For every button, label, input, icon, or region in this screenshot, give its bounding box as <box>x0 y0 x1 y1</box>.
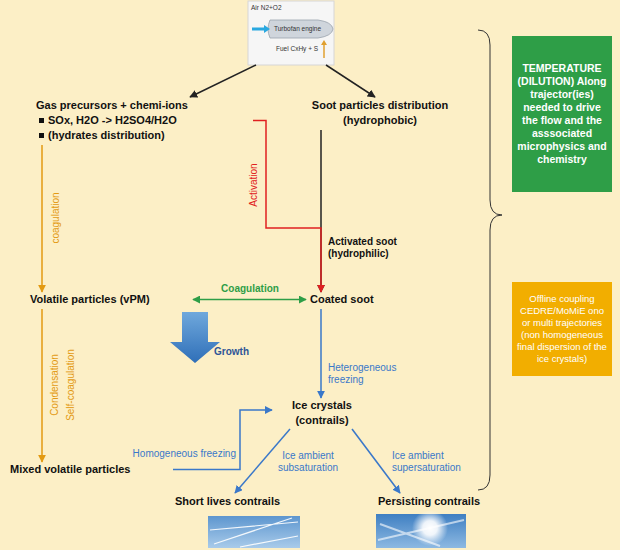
contrail-streaks <box>210 518 298 547</box>
edge-label: Activation <box>248 163 260 206</box>
edge-label: Coagulation <box>200 283 300 295</box>
grouping-brace <box>478 30 502 490</box>
node-text: SOx, H2O -> H2SO4/H2O <box>36 113 251 128</box>
annotation-label: Growth <box>214 346 264 358</box>
process-label: Mixed volatile particles <box>10 462 170 477</box>
node-text: Air N2+O2 <box>251 4 334 12</box>
engine-illustration: Air N2+O2Turbofan engineFuel CxHy + S <box>248 1 334 65</box>
node-text: Turbofan engine <box>274 25 334 33</box>
node-text: TEMPERATURE (DILUTION) Along trajector(i… <box>516 62 608 166</box>
node-text: Coated soot <box>310 292 390 307</box>
process-label: Ice crystals (contrails) <box>272 398 372 428</box>
outcome-label: Short lives contrails <box>160 494 295 509</box>
note-box: TEMPERATURE (DILUTION) Along trajector(i… <box>512 36 612 192</box>
annotation-label: Self-coagulation <box>65 349 77 421</box>
edge-label: Condensation <box>49 354 61 416</box>
connector <box>253 121 321 293</box>
node-text: Short lives contrails <box>160 494 295 509</box>
connector <box>173 410 272 470</box>
node-text: Soot particles distribution <box>290 98 470 113</box>
note-box: Offline coupling CEDRE/MoMiE ono or mult… <box>512 282 612 376</box>
air-intake-arrow <box>252 28 264 31</box>
node-text: Volatile particles (vPM) <box>30 292 190 307</box>
process-label: Soot particles distribution(hydrophobic) <box>290 98 470 128</box>
contrail-photo <box>208 516 300 548</box>
fuel-arrowhead <box>321 40 327 45</box>
edge-label: Ice ambient subsaturation <box>274 450 342 474</box>
node-text: Gas precursors + chemi-ions <box>36 98 251 113</box>
connector <box>193 299 306 301</box>
node-text: Persisting contrails <box>378 494 503 509</box>
edge-label: Heterogeneous freezing <box>328 362 408 386</box>
connector <box>41 309 43 462</box>
edge-label: Ice ambient supersaturation <box>392 450 476 474</box>
process-label: Gas precursors + chemi-ionsSOx, H2O -> H… <box>36 98 251 143</box>
connector <box>190 65 256 97</box>
contrail-streaks <box>378 520 464 546</box>
process-label: Coated soot <box>310 292 390 307</box>
engine-nacelle <box>268 20 333 38</box>
edge-label: coagulation <box>50 192 62 243</box>
engine-panel <box>248 1 334 65</box>
connector <box>41 145 43 292</box>
connector <box>326 65 375 97</box>
edge-label: Activated soot (hydrophilic) <box>328 236 418 260</box>
fuel-arrow <box>323 44 325 58</box>
connector <box>235 429 290 493</box>
node-text: Offline coupling CEDRE/MoMiE ono or mult… <box>516 293 608 365</box>
growth-arrow <box>170 312 220 363</box>
node-text: Mixed volatile particles <box>10 462 170 477</box>
process-label: Volatile particles (vPM) <box>30 292 190 307</box>
node-text: Fuel CxHy + S <box>276 45 334 53</box>
node-text: (hydrophobic) <box>290 113 470 128</box>
node-text: Ice crystals (contrails) <box>272 398 372 428</box>
edge-label: Homogeneous freezing <box>116 448 236 460</box>
connector <box>320 309 322 398</box>
outcome-label: Persisting contrails <box>378 494 503 509</box>
node-text: (hydrates distribution) <box>36 128 251 143</box>
air-intake-arrowhead <box>264 25 270 33</box>
